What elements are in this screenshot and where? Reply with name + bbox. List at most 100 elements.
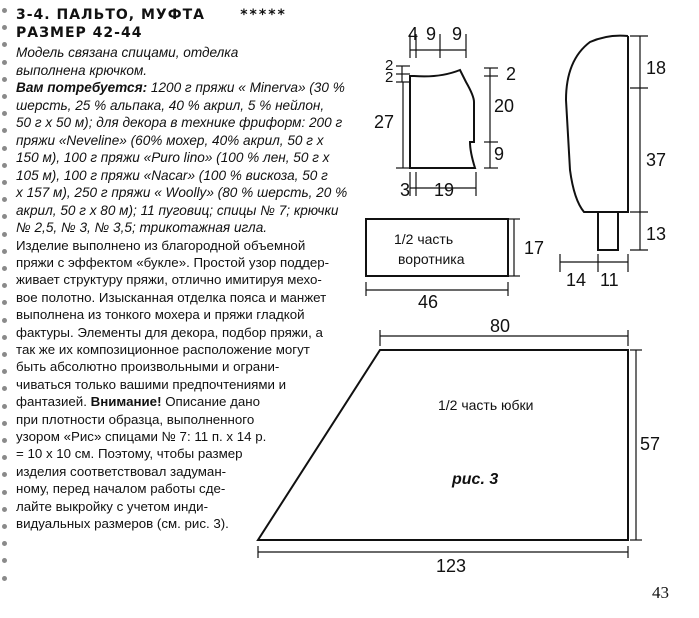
margin-bullet: [2, 180, 7, 185]
margin-bullet: [2, 145, 7, 151]
description-line: изделия соответствовал задуман-: [16, 463, 227, 479]
margin-bullet: [2, 42, 7, 48]
margin-bullet: [2, 25, 7, 31]
back-top-dim: 9: [452, 24, 462, 44]
collar-height-dim: 17: [524, 238, 544, 258]
description-line: фактуры. Элементы для декора, подбор пря…: [16, 324, 323, 340]
skirt-height-dim: 57: [640, 434, 660, 454]
sleeve-outline: [564, 34, 629, 251]
sleeve-bottom-dim: 14: [566, 270, 586, 290]
margin-bullet: [2, 420, 7, 426]
skirt-top-dim: 80: [490, 316, 510, 336]
article-text: 3-4. ПАЛЬТО, МУФТА ***** РАЗМЕР 42-44 Мо…: [16, 6, 360, 532]
margin-bullet: [2, 506, 7, 512]
description-line: узором «Рис» спицами № 7: 11 п. х 14 р.: [16, 428, 267, 444]
collar-width-dim: 46: [418, 292, 438, 312]
margin-bullet: [2, 248, 7, 254]
margin-bullet: [2, 266, 7, 271]
description-line: чиваться только вашими предпочтениями и: [16, 376, 287, 392]
page-number: 43: [652, 583, 669, 602]
margin-bullet: [2, 128, 7, 134]
back-right-dim: 9: [494, 144, 504, 164]
description-line: видуальных размеров (см. рис. 3).: [16, 516, 229, 531]
back-top-dim: 4: [408, 24, 418, 44]
margin-bullet: [2, 162, 7, 168]
back-left-small-dim: 2: [385, 57, 393, 74]
margin-bullet: [2, 334, 7, 340]
intro-line: Модель связана спицами, отделка: [16, 45, 239, 60]
description: Изделие выполнено из благородной объемно…: [16, 237, 360, 533]
margin-bullet: [2, 455, 7, 461]
margin-bullet: [2, 300, 7, 306]
description-line: живает структуру пряжи, отлично имитируя…: [16, 272, 322, 288]
collar-label: 1/2 часть: [394, 231, 453, 247]
intro: Модель связана спицами, отделка выполнен…: [16, 44, 360, 79]
margin-bullet: [2, 541, 7, 547]
margin-bullet: [2, 403, 7, 409]
materials-line: шерсть, 25 % альпака, 40 % акрил, 5 % не…: [16, 97, 325, 113]
margin-bullet: [2, 438, 7, 443]
intro-line: выполнена крючком.: [16, 62, 148, 78]
sleeve-right-dim: 13: [646, 224, 666, 244]
description-line: лайте выкройку с учетом инди-: [16, 498, 209, 514]
back-right-dim: 20: [494, 96, 514, 116]
skirt-bottom-dim: 123: [436, 556, 466, 576]
margin-bullet: [2, 283, 7, 289]
margin-bullet: [2, 352, 7, 357]
bullet-column: [0, 6, 12, 586]
margin-bullet: [2, 94, 7, 99]
sleeve-right-dim: 18: [646, 58, 666, 78]
margin-bullet: [2, 558, 7, 564]
margin-bullet: [2, 489, 7, 495]
materials-line: № 2,5, № 3, № 3,5; трикотажная игла.: [16, 220, 268, 235]
materials-line: х 157 м), 250 г пряжи « Woolly» (80 % ше…: [16, 185, 348, 200]
materials-line: 105 м), 100 г пряжи «Nacar» (100 % виско…: [16, 167, 328, 183]
size-line: РАЗМЕР 42-44: [16, 25, 143, 41]
back-height-dim: 27: [374, 112, 394, 132]
margin-bullet: [2, 214, 7, 220]
back-right-dim: 2: [506, 64, 516, 84]
description-line: = 10 х 10 см. Поэтому, чтобы размер: [16, 446, 243, 462]
back-bottom-dim: 3: [400, 180, 410, 200]
title-text: 3-4. ПАЛЬТО, МУФТА: [16, 7, 205, 23]
skirt-outline: [256, 349, 629, 541]
back-bottom-dim: 19: [434, 180, 454, 200]
collar-outline: [365, 218, 509, 277]
article-title: 3-4. ПАЛЬТО, МУФТА *****: [16, 6, 360, 24]
back-left-small-dim: 2: [385, 69, 393, 86]
description-line: Описание дано: [161, 394, 260, 410]
materials-line: акрил, 50 г х 80 м); 11 пуговиц; спицы №…: [16, 202, 339, 218]
warning-label: Внимание!: [90, 394, 162, 410]
back-top-dim: 9: [426, 24, 436, 44]
description-line: фантазией.: [16, 394, 91, 410]
materials-label: Вам потребуется:: [16, 80, 148, 95]
figure-label: рис. 3: [451, 471, 498, 488]
margin-bullet: [2, 472, 7, 478]
description-line: вое полотно. Изысканная отделка пояса и …: [16, 289, 327, 305]
materials-line: 150 м), 100 г пряжи «Puro lino» (100 % л…: [16, 150, 330, 165]
margin-bullet: [2, 111, 7, 117]
margin-bullet: [2, 8, 7, 13]
back-piece-outline: [409, 68, 477, 169]
collar-label: воротника: [398, 251, 465, 267]
margin-bullet: [2, 524, 7, 529]
margin-bullet: [2, 59, 7, 65]
materials-line: пряжи «Neveline» (60% мохер, 40% акрил, …: [16, 132, 324, 148]
sleeve-bottom-dim: 11: [600, 270, 619, 290]
description-line: ному, перед началом работы сде-: [16, 481, 226, 497]
sleeve-right-dim: 37: [646, 150, 666, 170]
margin-bullet: [2, 197, 7, 203]
description-line: выполнена из тонкого мохера и пряжи глад…: [16, 307, 305, 323]
materials-line: 50 г х 50 м); для декора в технике фрифо…: [16, 115, 343, 130]
skirt-label: 1/2 часть юбки: [438, 397, 534, 413]
margin-bullet: [2, 231, 7, 237]
materials-line: 1200 г пряжи « Minerva» (30 %: [147, 80, 345, 95]
description-line: пряжи с эффектом «букле». Простой узор п…: [16, 254, 330, 270]
description-line: Изделие выполнено из благородной объемно…: [16, 237, 306, 253]
description-line: при плотности образца, выполненного: [16, 411, 255, 427]
difficulty-stars: *****: [240, 7, 287, 23]
margin-bullet: [2, 317, 7, 323]
margin-bullet: [2, 386, 7, 392]
margin-bullet: [2, 76, 7, 82]
